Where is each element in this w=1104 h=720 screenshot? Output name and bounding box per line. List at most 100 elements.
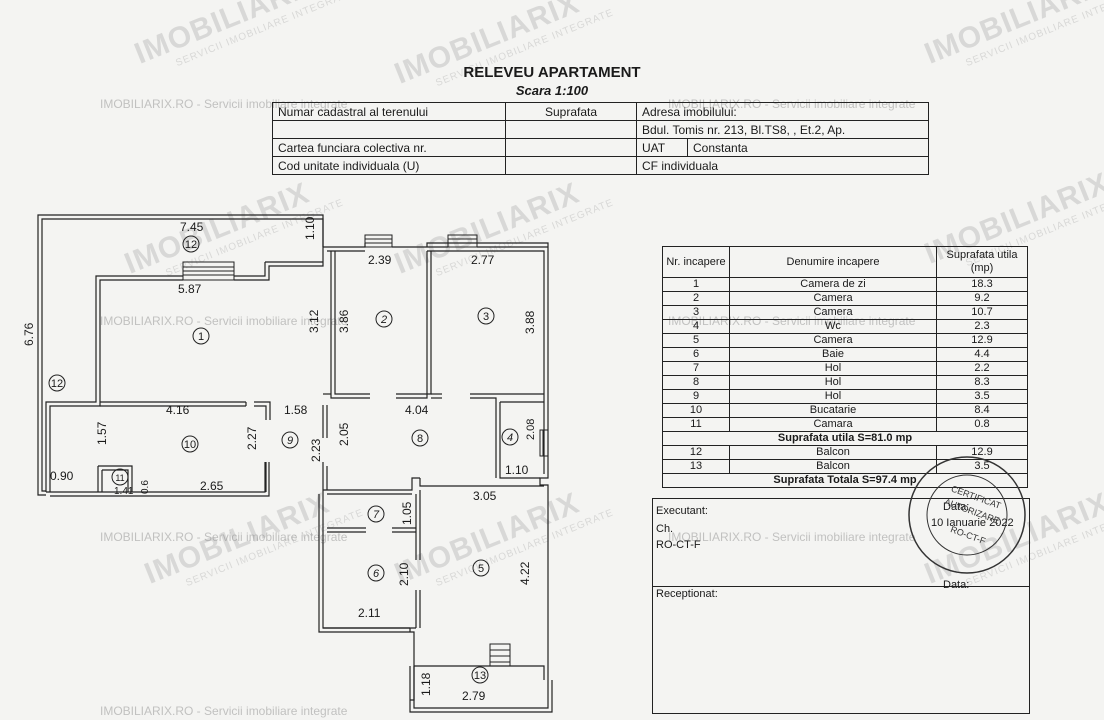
room-nr: 6 bbox=[662, 347, 730, 362]
document-title: RELEVEU APARTAMENT bbox=[463, 64, 641, 81]
table-row: Cartea funciara colectiva nr. UAT Consta… bbox=[272, 138, 929, 157]
date-value: 10 Ianuarie 2022 bbox=[931, 517, 1014, 529]
useful-total-row: Suprafata utila S=81.0 mp bbox=[662, 431, 1028, 446]
executant-label: Executant: bbox=[656, 505, 708, 517]
room-nr: 10 bbox=[662, 403, 730, 418]
table-row: Numar cadastral al terenului Suprafata A… bbox=[272, 102, 929, 121]
room-nr: 5 bbox=[662, 333, 730, 348]
grand-total: Suprafata Totala S=97.4 mp bbox=[662, 473, 1028, 488]
room-nr: 7 bbox=[662, 361, 730, 376]
dimension-label: 1.58 bbox=[284, 403, 308, 417]
room-name: Camera de zi bbox=[729, 277, 937, 292]
room-area: 2.3 bbox=[936, 319, 1028, 334]
balcony-nr: 12 bbox=[662, 445, 730, 460]
dimension-label: 3.88 bbox=[523, 310, 537, 334]
room-name: Hol bbox=[729, 389, 937, 404]
dimension-label: 2.65 bbox=[200, 479, 224, 493]
dimension-label: 1.57 bbox=[95, 421, 109, 445]
dimension-label: 2.77 bbox=[471, 253, 495, 267]
room-number: 10 bbox=[184, 439, 196, 451]
room-name: Wc bbox=[729, 319, 937, 334]
room-nr: 1 bbox=[662, 277, 730, 292]
cadastral-label: Numar cadastral al terenului bbox=[272, 102, 506, 121]
interior-walls bbox=[97, 251, 544, 629]
room-area: 8.3 bbox=[936, 375, 1028, 390]
room-number: 9 bbox=[287, 435, 293, 447]
room-area: 0.8 bbox=[936, 417, 1028, 432]
executant-name: Ch. bbox=[656, 523, 674, 535]
dimension-label: 4.16 bbox=[166, 403, 190, 417]
room-area: 10.7 bbox=[936, 305, 1028, 320]
dimension-label: 1.10 bbox=[303, 216, 317, 240]
balcony-nr: 13 bbox=[662, 459, 730, 474]
col-header-nr: Nr. incapere bbox=[662, 246, 730, 278]
property-info-table: Numar cadastral al terenului Suprafata A… bbox=[272, 102, 929, 175]
room-number: 5 bbox=[478, 563, 484, 575]
room-nr: 9 bbox=[662, 389, 730, 404]
room-number: 2 bbox=[380, 314, 387, 326]
dimension-label: 3.05 bbox=[473, 489, 497, 503]
unit-code-label: Cod unitate individuala (U) bbox=[272, 156, 506, 175]
room-area: 18.3 bbox=[936, 277, 1028, 292]
room-number-labels: 12 1 2 3 10 9 8 4 11 7 6 5 12 13 bbox=[51, 239, 513, 682]
date-label: Data: bbox=[943, 579, 970, 591]
windows bbox=[182, 234, 549, 667]
table-row: Cod unitate individuala (U) CF individua… bbox=[272, 156, 929, 175]
document-scale: Scara 1:100 bbox=[515, 83, 589, 98]
dimension-label: 4.04 bbox=[405, 403, 429, 417]
dimension-label: 0.6 bbox=[140, 480, 151, 494]
room-nr: 2 bbox=[662, 291, 730, 306]
dimension-label: 2.05 bbox=[337, 422, 351, 446]
room-name: Baie bbox=[729, 347, 937, 362]
dimension-label: 0.90 bbox=[50, 469, 74, 483]
room-name: Hol bbox=[729, 361, 937, 376]
useful-total: Suprafata utila S=81.0 mp bbox=[662, 431, 1028, 446]
dimension-label: 6.76 bbox=[22, 322, 36, 346]
date-label: Data: bbox=[943, 501, 970, 513]
room-name: Bucatarie bbox=[729, 403, 937, 418]
dimension-label: 2.10 bbox=[397, 562, 411, 586]
address-label: Adresa imobilului: bbox=[636, 102, 929, 121]
room-number: 6 bbox=[373, 568, 380, 580]
cf-label: CF individuala bbox=[636, 156, 929, 175]
dimension-label: 7.45 bbox=[180, 220, 204, 234]
dimension-label: 2.39 bbox=[368, 253, 392, 267]
dimension-label: 2.79 bbox=[462, 689, 486, 703]
executant-code: RO-CT-F bbox=[656, 539, 701, 551]
certification-stamp: CERTIFICAT AUTORIZARE RO-CT-F bbox=[908, 456, 1026, 574]
signature-box: Executant: Ch. RO-CT-F Data: 10 Ianuarie… bbox=[652, 498, 1030, 714]
room-number: 11 bbox=[115, 473, 124, 483]
room-area: 3.5 bbox=[936, 389, 1028, 404]
room-name: Camera bbox=[729, 291, 937, 306]
dimension-label: 1.10 bbox=[505, 463, 529, 477]
room-number: 4 bbox=[507, 432, 513, 444]
col-header-area: Suprafata utila (mp) bbox=[936, 246, 1028, 278]
room-nr: 11 bbox=[662, 417, 730, 432]
dimension-label: 2.08 bbox=[525, 419, 537, 440]
balcony-12 bbox=[37, 214, 324, 496]
room-name: Camara bbox=[729, 417, 937, 432]
room-number: 1 bbox=[198, 331, 204, 343]
table-header-row: Nr. incapere Denumire incapere Suprafata… bbox=[662, 246, 1028, 278]
dimension-label: 1.18 bbox=[419, 672, 433, 696]
rooms-area-table: Nr. incapere Denumire incapere Suprafata… bbox=[662, 246, 1028, 488]
room-area: 2.2 bbox=[936, 361, 1028, 376]
dimension-label: 1.41 bbox=[114, 486, 134, 497]
dimension-labels: 7.45 5.87 2.39 2.77 4.16 1.58 4.04 1.10 … bbox=[22, 216, 537, 703]
room-name: Camera bbox=[729, 333, 937, 348]
room-nr: 4 bbox=[662, 319, 730, 334]
room-name: Camera bbox=[729, 305, 937, 320]
stamp-text: RO-CT-F bbox=[949, 524, 987, 546]
dimension-label: 2.11 bbox=[358, 606, 381, 620]
room-nr: 3 bbox=[662, 305, 730, 320]
room-nr: 8 bbox=[662, 375, 730, 390]
